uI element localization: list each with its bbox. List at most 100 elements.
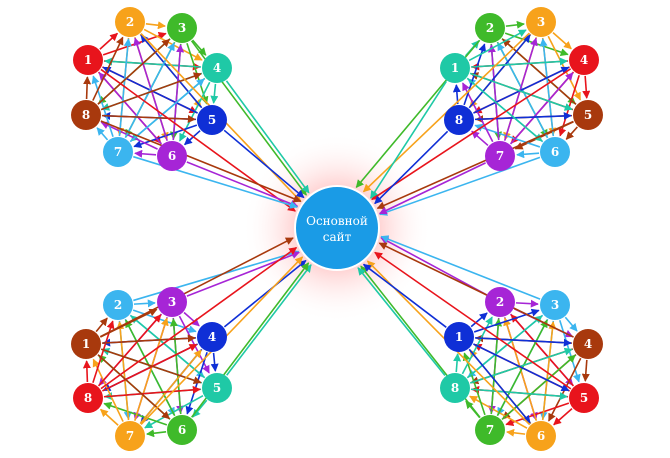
site-node-circle: [440, 53, 470, 83]
site-node-top-left-1: 1: [73, 45, 103, 75]
link-arrow: [468, 348, 531, 424]
site-node-number: 6: [551, 145, 559, 159]
link-arrow: [118, 38, 132, 137]
link-arrow: [473, 66, 570, 114]
site-node-number: 2: [496, 295, 504, 309]
site-node-bottom-left-3: 3: [157, 287, 187, 317]
site-node-number: 2: [114, 298, 122, 312]
link-arrow: [129, 78, 205, 143]
link-arrow: [581, 359, 590, 382]
link-arrow: [100, 348, 202, 385]
link-arrow: [130, 315, 206, 379]
link-arrow: [184, 130, 201, 146]
link-arrow: [582, 75, 591, 99]
main-site-link: [376, 120, 574, 210]
site-node-circle: [73, 45, 103, 75]
site-node-bottom-right-3: 3: [540, 290, 570, 320]
link-arrow: [453, 353, 462, 373]
site-node-number: 7: [486, 423, 494, 437]
link-arrow: [172, 44, 185, 141]
site-node-top-left-6: 6: [157, 141, 187, 171]
site-node-number: 1: [82, 337, 90, 351]
link-arrow: [92, 358, 124, 422]
site-node-number: 8: [84, 391, 92, 405]
main-site-link: [370, 80, 447, 199]
site-node-top-right-5: 5: [573, 100, 603, 130]
main-site-link: [362, 263, 447, 328]
link-arrow: [502, 38, 577, 105]
link-arrow: [473, 343, 570, 392]
link-arrow: [210, 352, 219, 372]
link-arrow: [539, 38, 555, 137]
site-node-circle: [540, 137, 570, 167]
main-site-link: [225, 80, 310, 194]
link-arrow: [92, 36, 124, 101]
site-node-number: 5: [208, 113, 216, 127]
link-arrow: [139, 349, 202, 425]
link-arrow: [564, 316, 578, 332]
site-node-circle: [103, 137, 133, 167]
site-node-circle: [444, 322, 474, 352]
link-arrow: [470, 388, 568, 401]
link-arrow: [552, 31, 572, 50]
site-node-bottom-right-6: 6: [526, 421, 556, 451]
site-node-circle: [444, 105, 474, 135]
link-arrow: [82, 360, 91, 383]
link-arrow: [95, 317, 108, 333]
link-arrow: [100, 408, 119, 426]
link-arrow: [104, 57, 202, 68]
site-node-bottom-right-8: 8: [440, 373, 470, 403]
site-node-circle: [485, 141, 515, 171]
main-site-link: [371, 68, 572, 201]
main-site-node: Основной сайт: [294, 185, 380, 271]
site-node-circle: [73, 383, 103, 413]
site-node-circle: [526, 421, 556, 451]
link-arrow: [98, 72, 163, 145]
main-site-label-line2: сайт: [323, 230, 352, 244]
link-arrows: [82, 20, 591, 438]
main-site-link: [374, 130, 449, 205]
link-arrow: [210, 83, 219, 104]
link-arrow: [146, 429, 167, 438]
main-site-link: [100, 120, 302, 203]
link-arrow: [469, 347, 573, 384]
link-arrow: [474, 337, 572, 347]
site-node-number: 5: [580, 391, 588, 405]
link-arrow: [91, 75, 114, 138]
link-arrow: [100, 121, 158, 150]
site-node-circle: [526, 7, 556, 37]
site-node-bottom-right-7: 7: [475, 415, 505, 445]
site-node-number: 4: [208, 330, 216, 344]
site-node-top-left-4: 4: [202, 53, 232, 83]
main-site-link: [226, 264, 312, 376]
site-node-top-right-1: 1: [440, 53, 470, 83]
site-node-circle: [202, 53, 232, 83]
link-arrow: [553, 407, 573, 426]
site-node-number: 7: [496, 149, 504, 163]
link-arrow: [487, 44, 500, 141]
site-node-circle: [202, 373, 232, 403]
link-arrow: [99, 32, 118, 50]
site-node-number: 1: [84, 53, 92, 67]
site-node-bottom-left-1: 1: [71, 329, 101, 359]
site-node-top-left-7: 7: [103, 137, 133, 167]
link-arrow: [103, 402, 168, 426]
main-site-link: [186, 161, 299, 208]
site-node-circle: [485, 287, 515, 317]
link-arrow: [509, 72, 574, 145]
link-arrow: [102, 343, 198, 392]
site-node-number: 4: [580, 53, 588, 67]
site-node-bottom-left-7: 7: [115, 421, 145, 451]
main-site-link: [380, 235, 541, 300]
link-arrow: [192, 399, 208, 418]
main-site-link: [100, 246, 298, 390]
site-node-number: 5: [213, 381, 221, 395]
link-arrow: [474, 111, 572, 121]
site-node-top-right-3: 3: [526, 7, 556, 37]
site-node-circle: [569, 383, 599, 413]
site-node-circle: [573, 329, 603, 359]
site-node-number: 4: [584, 337, 592, 351]
link-arrow: [510, 314, 575, 387]
